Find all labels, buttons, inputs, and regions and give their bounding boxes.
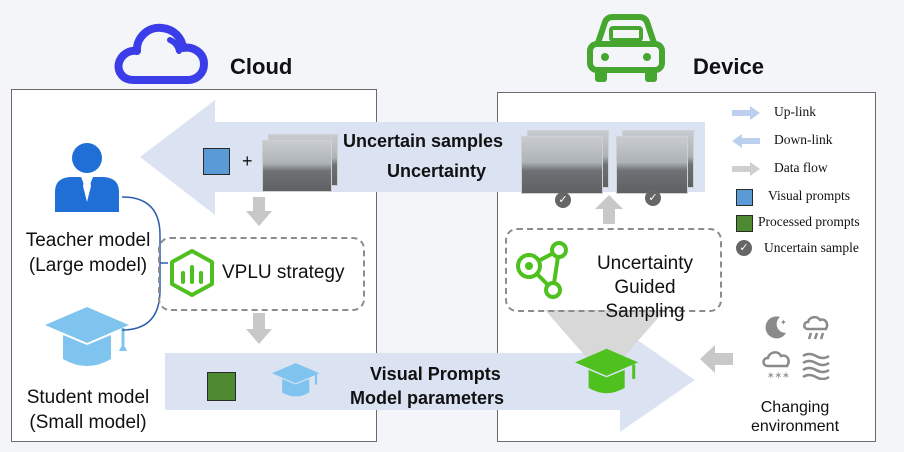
green-square-icon	[736, 215, 753, 232]
environment-label: Changing environment	[740, 398, 850, 436]
rain-cloud-icon	[803, 315, 829, 340]
downlink-text-2: Model parameters	[350, 388, 505, 408]
legend-label-dataflow: Data flow	[774, 160, 828, 175]
legend-label-downlink: Down-link	[774, 132, 833, 147]
teacher-user-icon	[55, 143, 119, 212]
environment-line1: Changing	[760, 399, 830, 416]
processed-prompt-square	[207, 372, 236, 401]
vplu-strategy-box	[158, 237, 365, 311]
moon-icon: ✦	[765, 316, 787, 339]
downlink-arrow-icon	[732, 134, 760, 148]
check-circle-icon: ✓	[736, 240, 752, 256]
cloud-title: Cloud	[230, 54, 293, 79]
uplink-text-1: Uncertain samples	[343, 131, 504, 151]
legend-label-uplink: Up-link	[774, 104, 816, 119]
blue-square-icon	[736, 189, 753, 206]
dataflow-arrow-icon	[732, 162, 760, 176]
downlink-text-1: Visual Prompts	[370, 364, 501, 384]
sampling-label: Uncertainty Guided Sampling	[575, 252, 715, 324]
dataflow-arrow-down-2	[246, 313, 272, 344]
cloud-icon	[114, 23, 208, 84]
teacher-line1: Teacher model	[25, 230, 151, 251]
hexagon-chart-icon	[170, 249, 214, 297]
check-circle-icon: ✓	[645, 190, 661, 206]
dataflow-arrow-down-1	[246, 197, 272, 226]
sampling-line2: Guided Sampling	[605, 277, 685, 322]
student-line1: Student model	[26, 387, 150, 408]
car-icon	[587, 14, 665, 82]
dataflow-arrow-left	[700, 345, 733, 373]
uplink-text-2: Uncertainty	[387, 161, 487, 181]
device-sample-image-1	[521, 136, 603, 194]
device-sample-image-2	[616, 136, 688, 194]
downlink-band	[165, 328, 695, 432]
dataflow-arrow-up	[595, 195, 623, 224]
environment-line2: environment	[750, 418, 840, 435]
teacher-label: Teacher model (Large model)	[8, 228, 168, 278]
vplu-strategy-label: VPLU strategy	[222, 262, 345, 283]
sampling-box	[505, 228, 722, 312]
snow-cloud-icon: ∗∗∗	[762, 351, 790, 381]
legend-label-visual-prompts: Visual prompts	[768, 188, 851, 203]
student-line2: (Small model)	[29, 412, 147, 433]
focus-cone	[545, 310, 665, 358]
plus-sign: +	[242, 151, 253, 171]
graph-nodes-icon	[516, 241, 568, 299]
device-title: Device	[693, 54, 764, 79]
check-circle-icon: ✓	[555, 192, 571, 208]
model-bracket	[121, 196, 168, 331]
legend-label-uncertain-sample: Uncertain sample	[764, 240, 859, 255]
sampling-line1: Uncertainty	[596, 253, 694, 274]
svg-text:✦: ✦	[780, 318, 787, 327]
teacher-line2: (Large model)	[28, 255, 148, 276]
fog-icon	[802, 352, 830, 380]
uplink-arrow-icon	[732, 106, 760, 120]
legend-label-processed-prompts: Processed prompts	[758, 214, 860, 229]
visual-prompt-square	[203, 148, 230, 175]
graduation-cap-icon	[45, 307, 129, 366]
student-label: Student model (Small model)	[8, 385, 168, 435]
small-cap-icon	[272, 363, 320, 397]
sample-image-stack	[262, 140, 332, 192]
device-cap-icon	[575, 348, 639, 394]
svg-text:∗∗∗: ∗∗∗	[767, 371, 790, 381]
